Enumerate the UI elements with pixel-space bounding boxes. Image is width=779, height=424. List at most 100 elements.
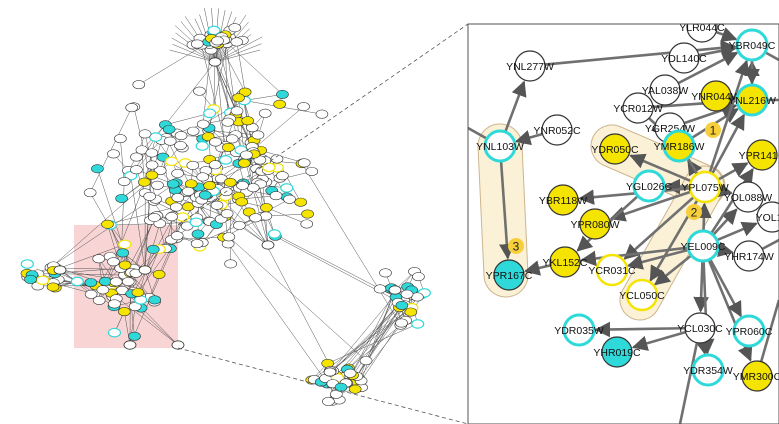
gene-node-ynr052c[interactable]: YNR052C	[533, 114, 581, 146]
overview-network	[20, 7, 431, 406]
overview-node	[145, 170, 159, 180]
overview-node	[230, 37, 244, 47]
edge-YEL009C-YOL088W	[712, 208, 738, 236]
gene-node-label: YNL103W	[476, 141, 524, 153]
gene-node-yol14[interactable]: YOL14	[756, 201, 779, 233]
edge-offpanel-4	[678, 327, 702, 424]
overview-node	[181, 186, 195, 196]
overview-node	[165, 212, 178, 222]
gene-node-circle	[632, 169, 666, 203]
overview-node	[153, 166, 167, 176]
gene-node-yhr019c[interactable]: YHR019C	[593, 336, 641, 368]
overview-node	[138, 177, 151, 187]
gene-node-ydr035w[interactable]: YDR035W	[554, 313, 604, 347]
gene-node-circle	[684, 312, 716, 344]
edge-YKL152C-YPR167C	[524, 260, 551, 276]
gene-node-yol088w[interactable]: YOL088W	[724, 181, 773, 213]
gene-node-ycl050c[interactable]: YCL050C	[619, 278, 665, 312]
overview-node	[412, 272, 425, 282]
gene-node-ybr049c[interactable]: YBR049C	[729, 28, 776, 62]
gene-node-circle	[541, 114, 573, 146]
gene-node-label: YCL050C	[619, 290, 665, 302]
overview-node	[20, 259, 34, 269]
gene-node-ynr044w[interactable]: YNR044W	[691, 80, 741, 112]
gene-node-ycr031c[interactable]: YCR031C	[588, 253, 636, 287]
edge-YEL009C-YPR060C	[708, 258, 743, 318]
gene-node-ypr141c[interactable]: YPR141C	[739, 139, 779, 171]
gene-node-ymr186w[interactable]: YMR186W	[654, 129, 705, 163]
gene-node-ypr060c[interactable]: YPR060C	[726, 314, 773, 348]
gene-node-ypr080w[interactable]: YPR080W	[570, 208, 620, 240]
gene-node-ylr044c[interactable]: YLR044C	[679, 12, 725, 43]
gene-node-ybr118w[interactable]: YBR118W	[539, 184, 587, 216]
overview-node	[220, 209, 234, 219]
gene-node-ycr012w[interactable]: YCR012W	[613, 92, 663, 124]
overview-edge	[54, 273, 125, 276]
overview-node	[165, 156, 179, 167]
overview-edge	[201, 44, 227, 146]
gene-node-circle	[599, 133, 631, 165]
edge-YEL009C-YPR141C	[710, 167, 754, 235]
overview-edge	[32, 267, 121, 276]
gene-node-ynl216w[interactable]: YNL216W	[728, 83, 776, 117]
gene-node-circle	[668, 42, 700, 74]
overview-edge	[301, 163, 402, 326]
overview-node	[118, 307, 131, 317]
overview-node	[189, 217, 203, 228]
gene-node-ydr050c[interactable]: YDR050C	[591, 133, 639, 165]
gene-node-ypr167c[interactable]: YPR167C	[486, 259, 533, 291]
gene-node-ynl103w[interactable]: YNL103W	[476, 129, 524, 163]
overview-node	[196, 119, 210, 129]
overview-edge	[172, 44, 216, 63]
gene-node-label: YDL140C	[661, 53, 707, 65]
gene-node-label: YOL14	[756, 212, 779, 224]
overview-node	[53, 265, 67, 275]
gene-node-ygl026c[interactable]: YGL026C	[626, 169, 673, 203]
overview-node	[191, 229, 205, 239]
gene-node-ydl140c[interactable]: YDL140C	[661, 42, 707, 74]
gene-node-yel009c[interactable]: YEL009C	[681, 229, 726, 263]
edge-YEL009C-YKL152C	[580, 246, 689, 267]
overview-node	[145, 160, 159, 170]
overview-node	[222, 232, 236, 242]
gene-node-label: YNR052C	[533, 125, 581, 137]
gene-node-ypl075w[interactable]: YPL075W	[681, 170, 729, 204]
overview-node	[280, 183, 294, 193]
edge-YEL009C-YOL14	[716, 221, 758, 242]
overview-edge	[354, 302, 399, 382]
overview-edge	[214, 43, 262, 63]
overview-node	[195, 141, 209, 151]
gene-node-yal038w[interactable]: YAL038W	[642, 74, 689, 106]
overview-node	[230, 106, 244, 116]
edge-YNL103W-YNL277W	[504, 80, 527, 133]
overview-edge	[134, 306, 179, 346]
overview-node	[109, 277, 123, 287]
gene-node-label: YHR174W	[724, 251, 774, 263]
overview-node	[132, 80, 146, 90]
overview-node	[276, 89, 289, 99]
overview-edge	[236, 41, 246, 93]
badge-circle	[686, 204, 702, 220]
edge-YPL075W-YDR050C	[629, 153, 692, 183]
gene-node-ynl277w[interactable]: YNL277W	[506, 50, 554, 82]
overview-node	[46, 282, 60, 292]
overview-node	[138, 129, 152, 139]
gene-node-ykl152c[interactable]: YKL152C	[543, 246, 588, 278]
overview-node	[24, 274, 37, 284]
overview-nodes	[20, 23, 431, 406]
gene-node-label: YPR141C	[739, 150, 779, 162]
gene-node-circle	[733, 240, 765, 272]
gene-node-circle	[562, 313, 596, 347]
overview-node	[96, 285, 110, 295]
overview-node	[193, 86, 206, 96]
gene-node-yhr174w[interactable]: YHR174W	[724, 240, 774, 272]
edge-YNL103W-YPR167C	[499, 160, 515, 260]
gene-node-ycl030c[interactable]: YCL030C	[677, 312, 723, 344]
overview-node	[198, 190, 212, 200]
gene-node-ydr354w[interactable]: YDR354W	[683, 353, 733, 387]
gene-node-ymr300c[interactable]: YMR300C	[733, 360, 779, 392]
overview-node	[262, 162, 276, 173]
overview-node	[219, 155, 233, 165]
gene-node-label: YPR060C	[726, 326, 773, 338]
